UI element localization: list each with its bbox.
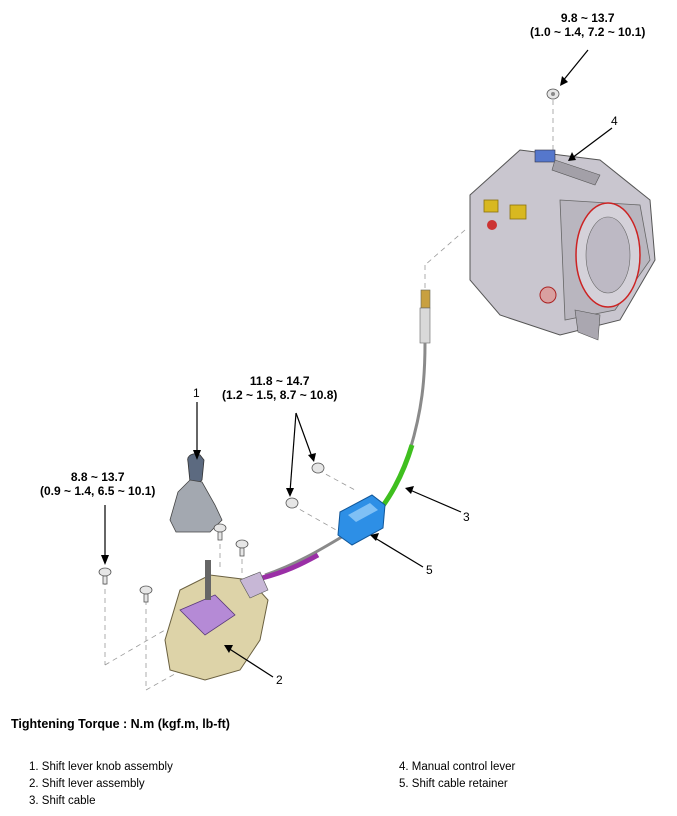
leader-arrows [104, 49, 613, 678]
torque-nm: 8.8 ~ 13.7 [70, 470, 125, 484]
legend-right: 4. Manual control lever 5. Shift cable r… [399, 759, 515, 793]
exploded-view-illustration [98, 49, 656, 691]
torque-nm: 11.8 ~ 14.7 [249, 374, 310, 388]
legend-item: 4. Manual control lever [399, 761, 516, 773]
arrowheads [101, 76, 576, 653]
torque-units-heading: Tightening Torque : N.m (kgf.m, lb-ft) [11, 717, 230, 731]
torque-label-shift-lever: 8.8 ~ 13.7 (0.9 ~ 1.4, 6.5 ~ 10.1) [40, 470, 155, 498]
torque-alt: (1.2 ~ 1.5, 8.7 ~ 10.8) [222, 388, 338, 402]
shift-lever-bolts [98, 523, 249, 603]
legend-item: 1. Shift lever knob assembly [29, 761, 173, 773]
torque-nm: 9.8 ~ 13.7 [560, 11, 615, 25]
torque-label-retainer: 11.8 ~ 14.7 (1.2 ~ 1.5, 8.7 ~ 10.8) [222, 374, 337, 402]
legend-item: 5. Shift cable retainer [399, 778, 508, 790]
shift-lever-knob [169, 453, 223, 533]
callout-2: 2 [276, 673, 283, 687]
torque-alt: (0.9 ~ 1.4, 6.5 ~ 10.1) [40, 484, 156, 498]
manual-lever-nut [546, 88, 560, 100]
torque-label-manual-lever: 9.8 ~ 13.7 (1.0 ~ 1.4, 7.2 ~ 10.1) [530, 11, 645, 39]
legend-left: 1. Shift lever knob assembly 2. Shift le… [29, 759, 173, 810]
shift-lever-assembly [164, 560, 269, 681]
torque-alt: (1.0 ~ 1.4, 7.2 ~ 10.1) [530, 25, 646, 39]
retainer-bolts [285, 462, 325, 509]
callout-1: 1 [193, 386, 200, 400]
legend-item: 3. Shift cable [29, 795, 96, 807]
callout-3: 3 [463, 510, 470, 524]
callout-4: 4 [611, 114, 618, 128]
shift-cable-retainer [337, 494, 386, 546]
legend-item: 2. Shift lever assembly [29, 778, 145, 790]
callout-5: 5 [426, 563, 433, 577]
transaxle [469, 149, 656, 341]
